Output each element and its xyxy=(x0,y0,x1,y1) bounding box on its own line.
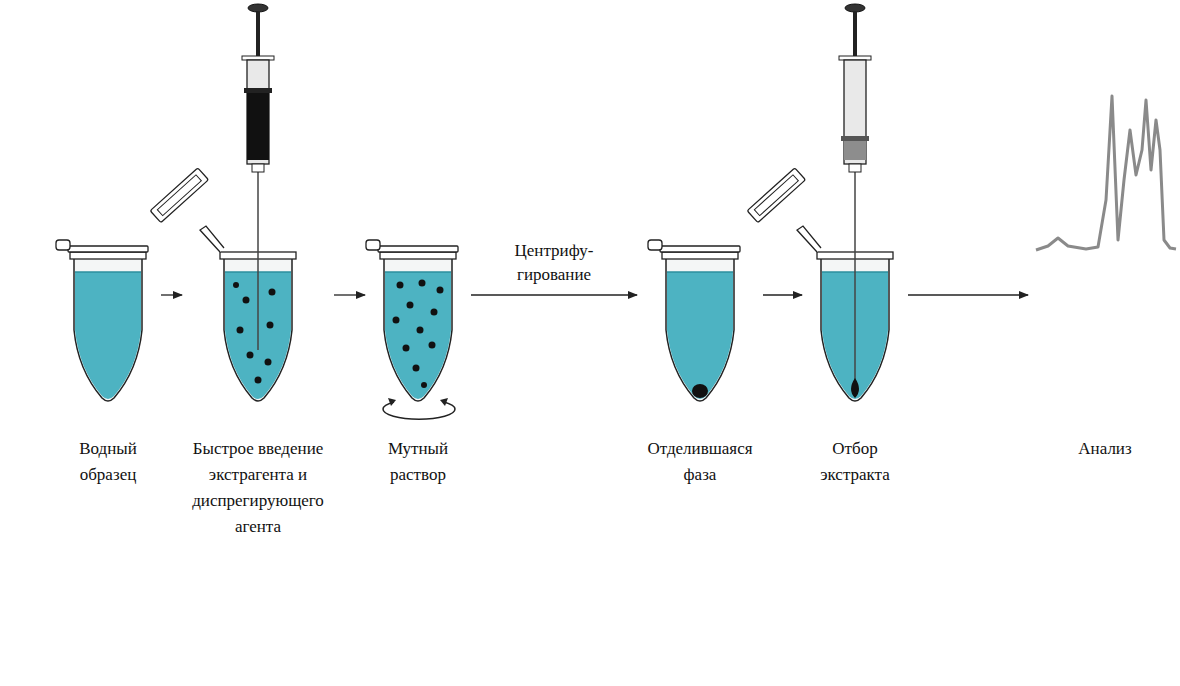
stage-step: Анализ xyxy=(1034,250,1176,466)
flow-arrow xyxy=(763,294,802,295)
stage-step: Мутный раствор xyxy=(371,250,465,492)
stage-step: Отбор экстракта xyxy=(808,250,902,492)
step-caption: Отбор экстракта xyxy=(808,436,902,488)
flow-arrow xyxy=(334,294,365,295)
step-caption: Отделившаяся фаза xyxy=(643,436,757,488)
step-caption: Быстрое введение экстрагента и диспрегир… xyxy=(188,436,328,540)
flow-arrow xyxy=(161,294,182,295)
stage-step: Отделившаяся фаза xyxy=(643,250,757,492)
flow-arrow xyxy=(908,294,1028,295)
stage-step: Водный образец xyxy=(61,250,155,492)
stage-step: Быстрое введение экстрагента и диспрегир… xyxy=(188,250,328,544)
edge-label: Центрифу- гирование xyxy=(506,239,602,287)
step-caption: Анализ xyxy=(1034,436,1176,462)
step-caption: Водный образец xyxy=(61,436,155,488)
step-caption: Мутный раствор xyxy=(371,436,465,488)
flow-arrow xyxy=(471,294,637,295)
